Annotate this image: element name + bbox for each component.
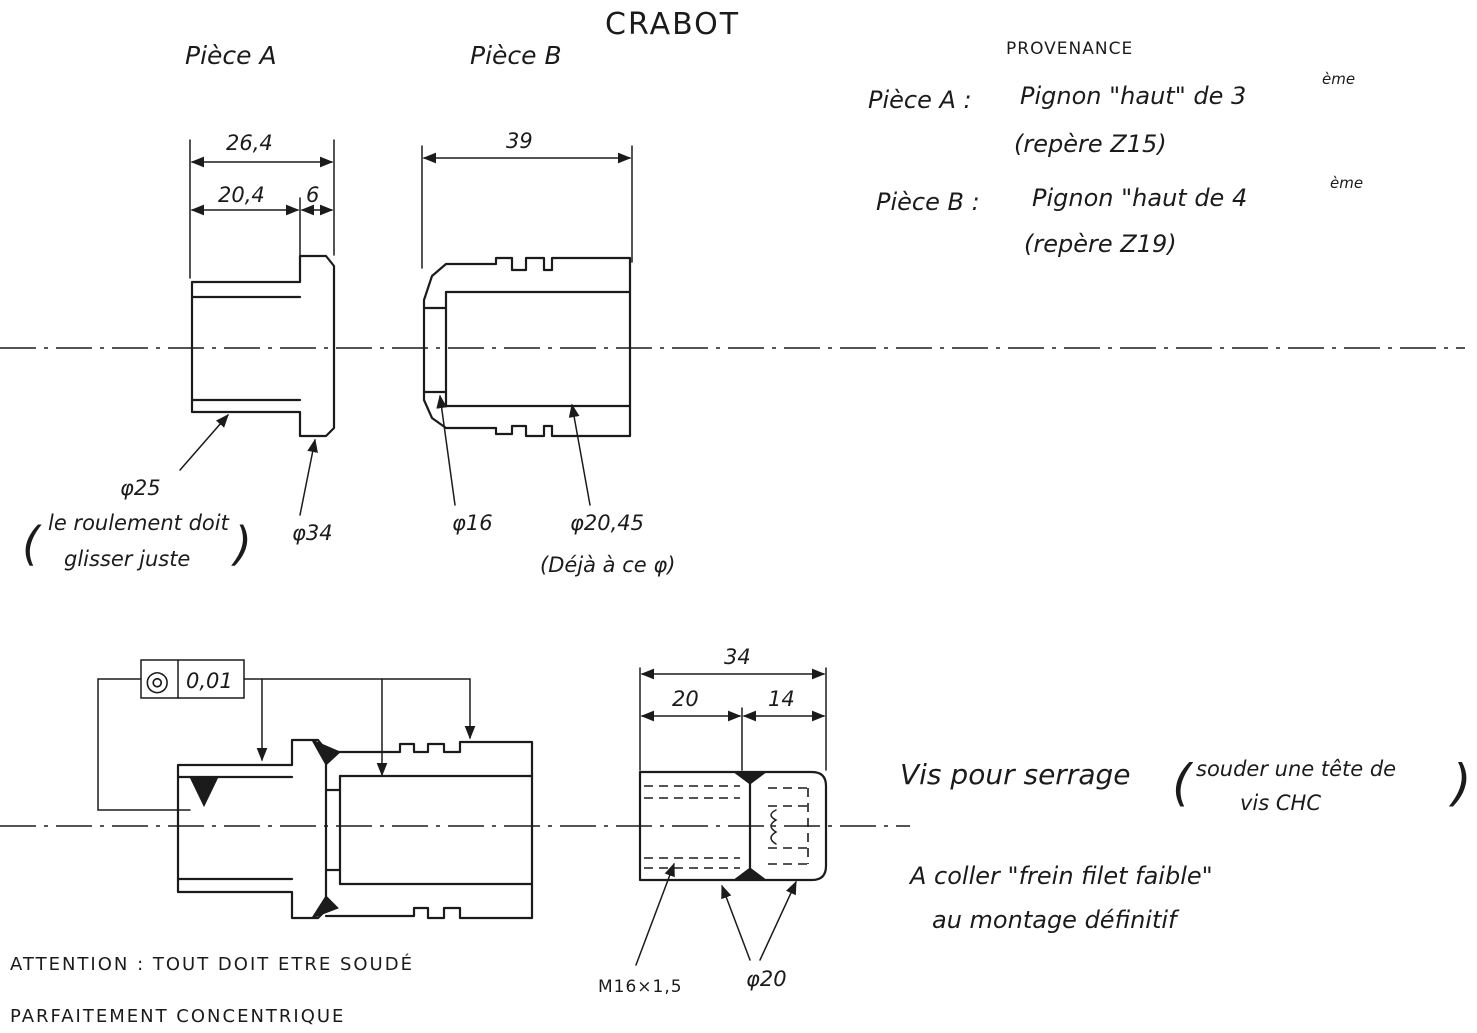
bearing-note-paren-open: ( <box>22 517 42 571</box>
screw-note-line1: Vis pour serrage <box>900 758 1130 791</box>
weld-bead-bottom <box>310 895 339 920</box>
provenance-a-label: Pièce A : <box>868 86 972 114</box>
callout-phi25: φ25 <box>120 476 161 500</box>
warning-note: ATTENTION : TOUT DOIT ETRE SOUDÉ PARFAIT… <box>10 953 414 1027</box>
bearing-note-line2: glisser juste <box>64 547 190 571</box>
provenance-b-ref: (repère Z19) <box>1024 230 1177 258</box>
dim-20-4: 20,4 <box>218 183 265 207</box>
leader-phi20-45 <box>568 403 591 506</box>
provenance-block: PROVENANCE Pièce A : Pignon "haut" de 3 … <box>868 39 1363 258</box>
concentricity-symbol: ◎ <box>145 664 169 697</box>
screw-note-paren-close: ) <box>1448 754 1472 812</box>
provenance-a-sup: ème <box>1322 70 1355 88</box>
dim-34: 34 <box>724 645 751 669</box>
leader-phi34 <box>299 438 318 516</box>
provenance-b-label: Pièce B : <box>876 188 980 216</box>
weld-bead-bore <box>189 776 219 808</box>
drawing-title: CRABOT <box>605 7 740 42</box>
weld-bead-top <box>310 738 341 766</box>
dim-14: 14 <box>768 687 795 711</box>
piece-a-view: Pièce A 26,4 20,4 6 φ25 ( le roulement d… <box>22 41 336 571</box>
piece-a-outline <box>190 254 336 438</box>
piece-b-view: Pièce B 39 φ16 φ20,45 (Déjà à ce φ) <box>421 41 675 577</box>
dim-20: 20 <box>672 687 699 711</box>
callout-phi34: φ34 <box>292 521 333 545</box>
warning-line2: PARFAITEMENT CONCENTRIQUE <box>10 1006 345 1027</box>
screw-weld-top <box>732 771 768 785</box>
callout-phi20-45: φ20,45 <box>570 511 644 535</box>
screw-weld-bottom <box>732 867 768 881</box>
piece-a-label: Pièce A <box>185 41 277 70</box>
glue-note-line1: A coller "frein filet faible" <box>908 862 1213 890</box>
callout-phi20: φ20 <box>746 967 787 991</box>
provenance-a-ref: (repère Z15) <box>1014 130 1167 158</box>
callout-m16: M16×1,5 <box>598 977 683 997</box>
concentricity-frame: ◎ 0,01 <box>140 659 245 699</box>
warning-line1: ATTENTION : TOUT DOIT ETRE SOUDÉ <box>10 953 414 975</box>
tolerance-value: 0,01 <box>186 669 233 693</box>
dim-39: 39 <box>506 129 533 153</box>
provenance-a-text: Pignon "haut" de 3 <box>1020 82 1246 110</box>
dim-26-4: 26,4 <box>226 131 273 155</box>
dim-6: 6 <box>306 183 319 207</box>
assembly-view: ◎ 0,01 <box>97 659 534 920</box>
screw-note-paren1: souder une tête de <box>1196 757 1396 781</box>
piece-b-label: Pièce B <box>470 41 562 70</box>
bearing-note-paren-close: ) <box>231 517 252 571</box>
screw-notes: Vis pour serrage ( souder une tête de vi… <box>900 754 1472 934</box>
screw-outline <box>638 770 828 882</box>
bore-note: (Déjà à ce φ) <box>540 553 675 577</box>
provenance-heading: PROVENANCE <box>1006 39 1133 59</box>
screw-view: 34 20 14 M16×1,5 φ20 <box>598 645 828 997</box>
piece-b-outline <box>422 256 632 438</box>
bearing-note-line1: le roulement doit <box>48 511 230 535</box>
screw-note-paren-open: ( <box>1172 754 1194 812</box>
callout-phi16: φ16 <box>452 511 493 535</box>
leader-phi25 <box>179 413 229 471</box>
provenance-b-sup: ème <box>1330 174 1363 192</box>
glue-note-line2: au montage définitif <box>932 906 1180 934</box>
provenance-b-text: Pignon "haut de 4 <box>1032 184 1247 212</box>
leader-phi16 <box>436 394 456 506</box>
screw-note-paren2: vis CHC <box>1240 791 1321 815</box>
